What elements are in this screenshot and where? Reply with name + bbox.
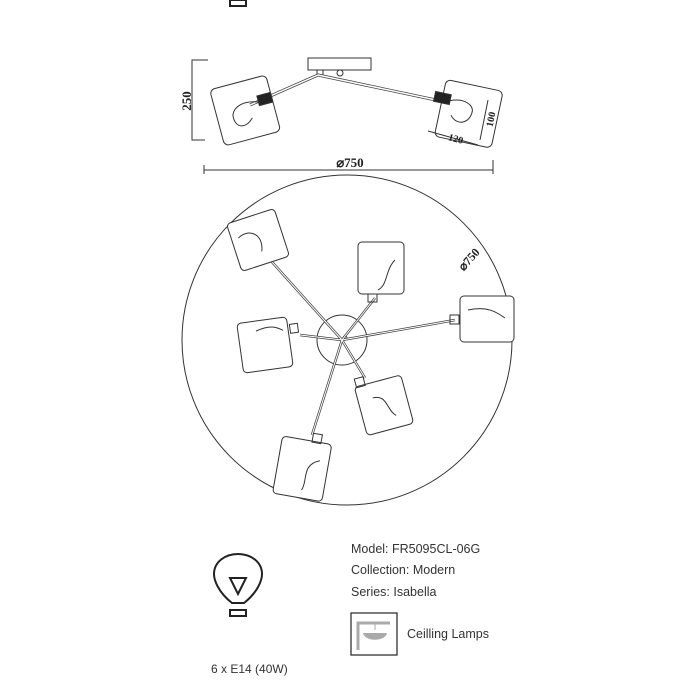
ceiling-lamp-icon (350, 612, 398, 656)
top-view (181, 174, 515, 506)
series-label: Series: Isabella (351, 585, 437, 599)
shade (357, 241, 405, 303)
side-diameter-dimension: ⌀750 (336, 155, 363, 170)
shade (236, 316, 300, 374)
canopy (307, 57, 372, 71)
shade-height-dimension: 100 (485, 111, 499, 128)
top-diameter-dimension: ⌀750 (455, 245, 482, 273)
model-label: Model: FR5095CL-06G (351, 542, 481, 556)
height-dimension: 250 (179, 91, 194, 111)
side-shade-left (210, 75, 281, 146)
collection-label: Collection: Modern (351, 563, 456, 577)
side-shade-right (432, 79, 503, 148)
lamp-type-label: Ceilling Lamps (407, 627, 489, 641)
shade-width-dimension: 120 (447, 132, 464, 147)
shade (272, 432, 332, 502)
side-view (191, 57, 503, 174)
shade (353, 375, 414, 436)
bulb-spec: 6 x E14 (40W) (211, 662, 288, 676)
shade (449, 295, 515, 343)
light-bulb-icon (212, 0, 264, 604)
shade (227, 209, 289, 271)
canopy-hub (316, 314, 368, 366)
bulb-base (229, 609, 247, 617)
